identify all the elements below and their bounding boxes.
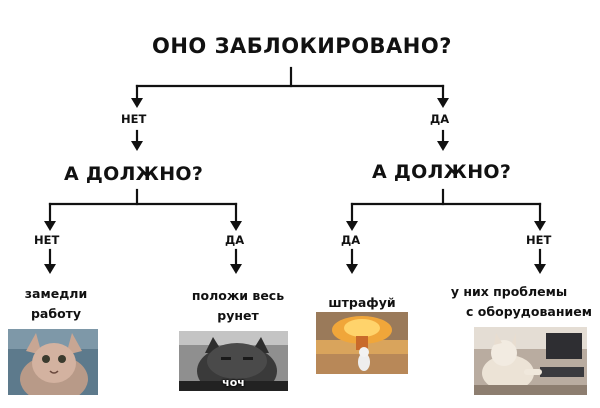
answer-no-left: НЕТ <box>34 233 60 247</box>
cat-at-computer-image <box>474 327 587 395</box>
answer-yes-top: ДА <box>430 112 450 126</box>
answer-yes-right: ДА <box>341 233 361 247</box>
outcome-slow-down: замедли работу <box>24 286 88 321</box>
question-left: А ДОЛЖНО? <box>64 163 204 185</box>
dark-cat-image: чоч <box>179 331 288 391</box>
image-caption: чоч <box>222 376 245 389</box>
outcome-equipment-problems: у них проблемы с оборудованием <box>450 284 592 319</box>
question-right: А ДОЛЖНО? <box>372 161 512 183</box>
answer-yes-left: ДА <box>225 233 245 247</box>
outcome-block-runet: положи весь рунет <box>191 288 285 323</box>
answer-no-top: НЕТ <box>121 112 147 126</box>
sphynx-cat-image <box>8 329 98 395</box>
diagram-title: ОНО ЗАБЛОКИРОВАНО? <box>152 34 452 58</box>
explosion-kitten-image <box>316 312 408 374</box>
answer-no-right: НЕТ <box>526 233 552 247</box>
outcome-fine: штрафуй <box>328 295 396 310</box>
